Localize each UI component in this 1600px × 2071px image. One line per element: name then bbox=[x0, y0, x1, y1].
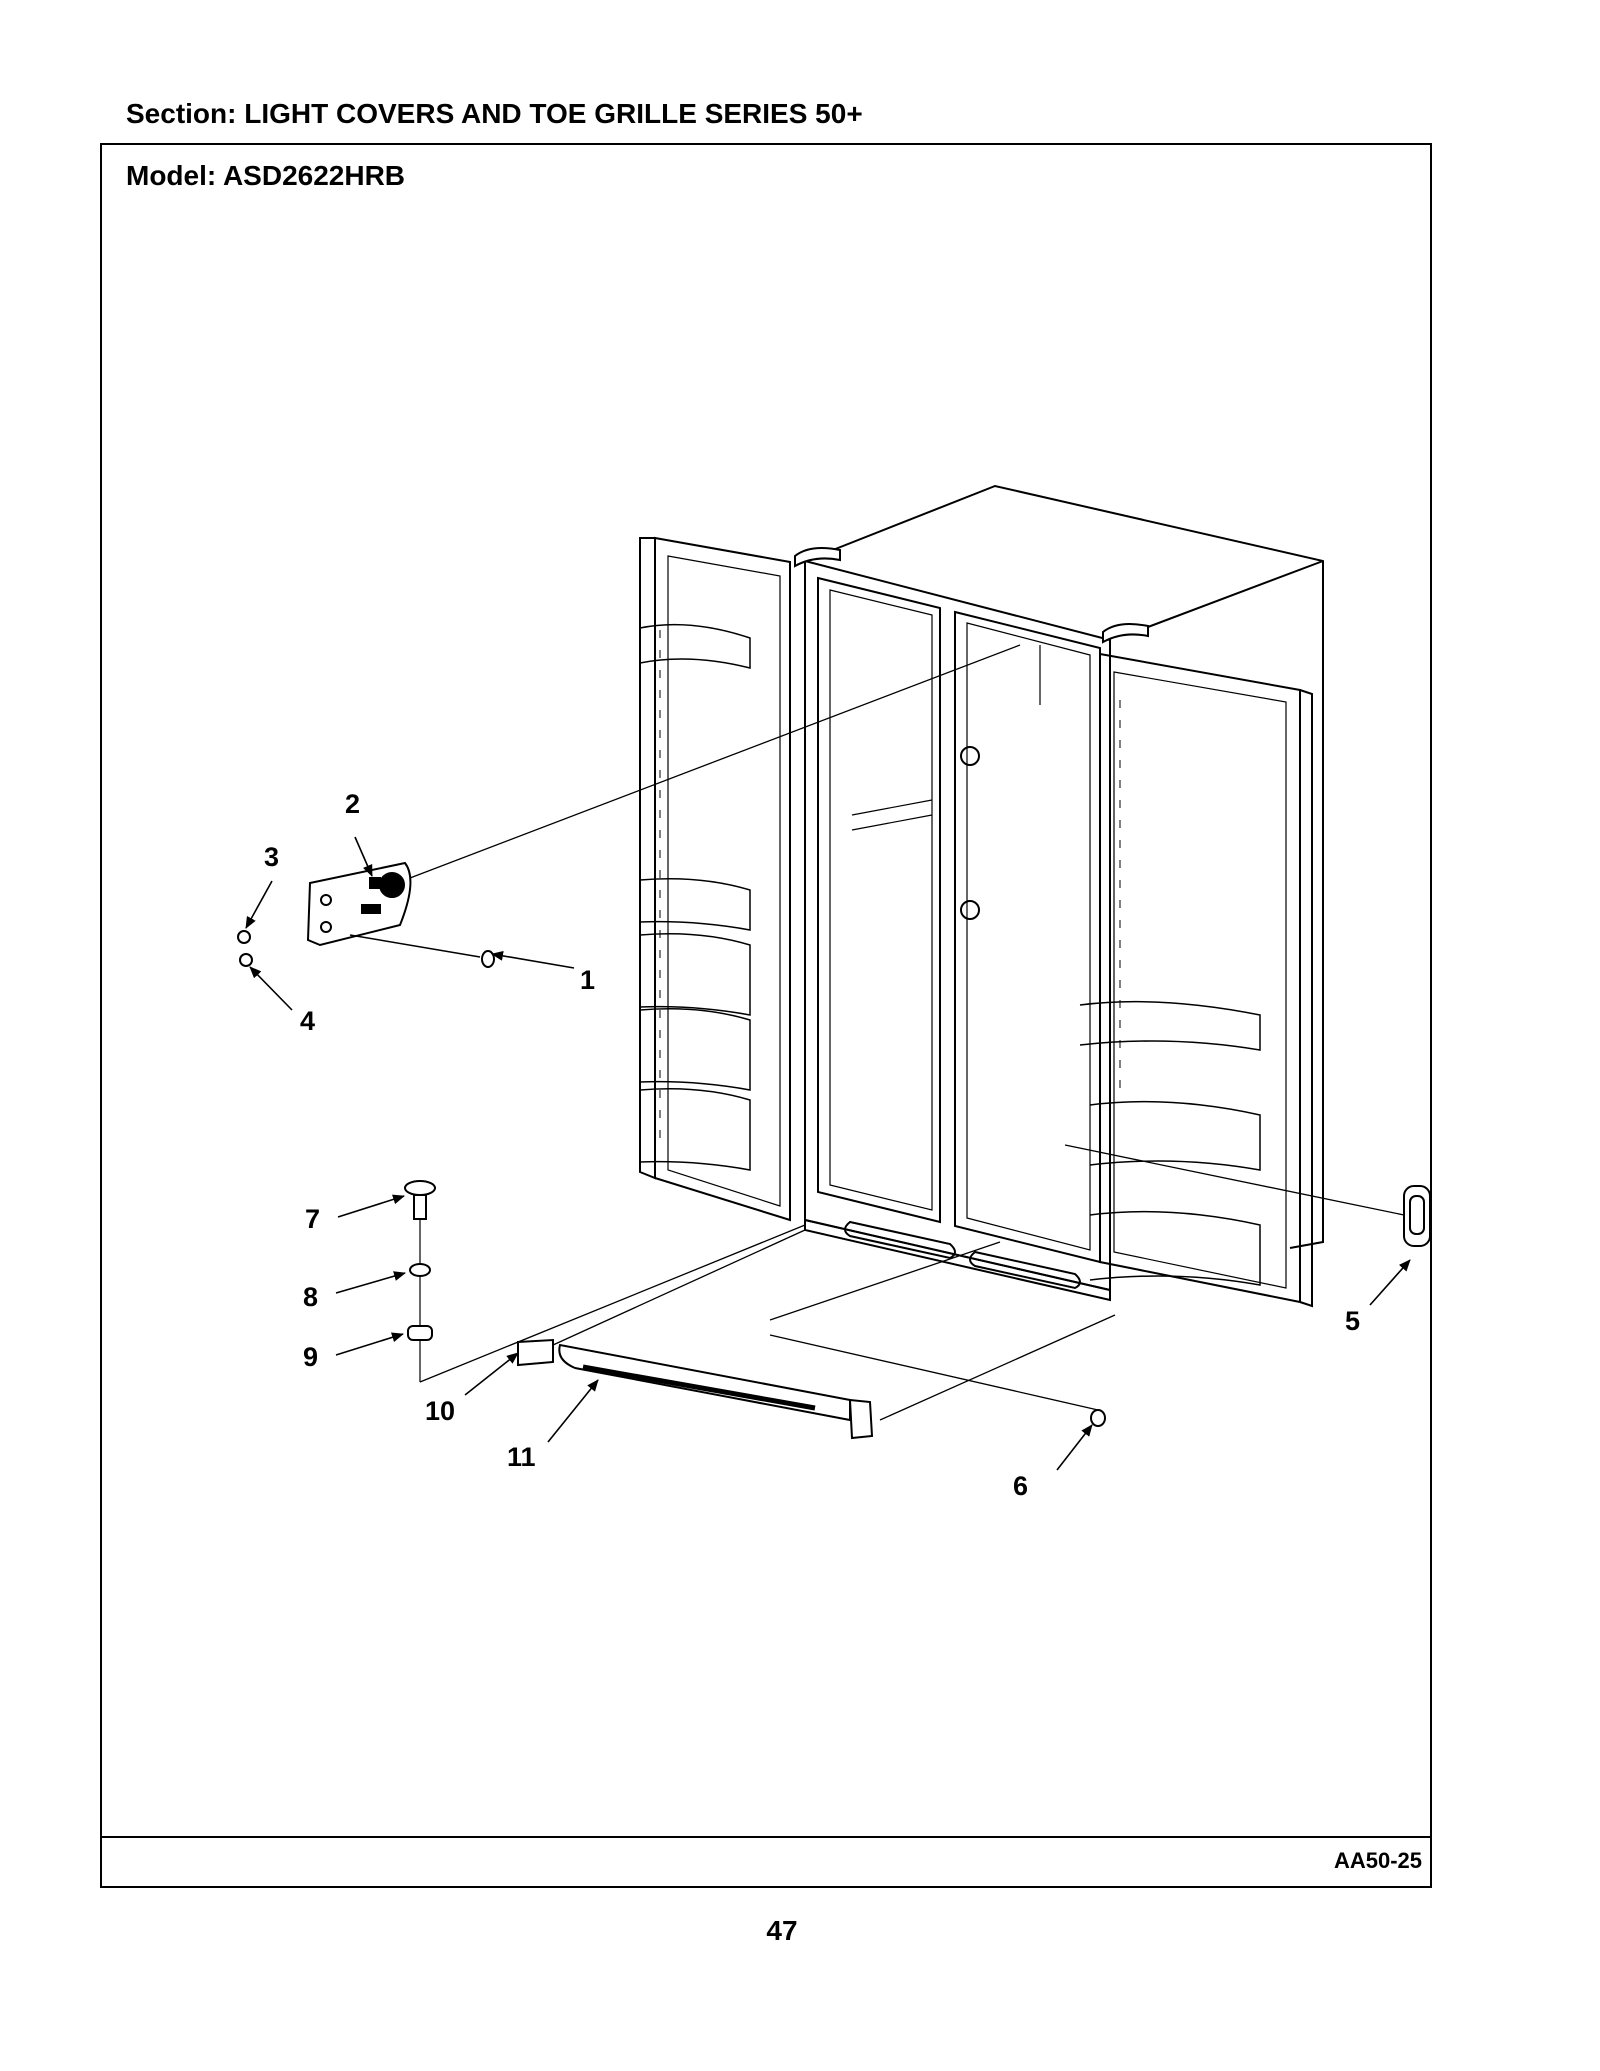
callout-4: 4 bbox=[300, 1006, 315, 1036]
callout-2: 2 bbox=[345, 789, 360, 819]
callout-10: 10 bbox=[425, 1396, 455, 1426]
callout-11: 11 bbox=[507, 1442, 536, 1472]
section-title: Section: LIGHT COVERS AND TOE GRILLE SER… bbox=[126, 98, 863, 129]
page-number: 47 bbox=[766, 1915, 798, 1946]
light-cover bbox=[306, 861, 412, 947]
callout-1: 1 bbox=[580, 965, 595, 995]
callout-8: 8 bbox=[303, 1282, 318, 1312]
fresh-food-door bbox=[1079, 652, 1313, 1308]
part-4-screw bbox=[239, 953, 253, 967]
footer-divider bbox=[100, 1836, 1432, 1838]
callout-7: 7 bbox=[305, 1204, 320, 1234]
freezer-door bbox=[639, 536, 791, 1222]
part-1-bulb bbox=[349, 934, 495, 968]
callout-3: 3 bbox=[264, 842, 279, 872]
callout-9: 9 bbox=[303, 1342, 318, 1372]
callout-5: 5 bbox=[1345, 1306, 1360, 1336]
leader-lines bbox=[409, 644, 1405, 1421]
part-3-screw bbox=[237, 930, 251, 944]
part-6-screw bbox=[1090, 1409, 1106, 1427]
exploded-parts-diagram: 1 2 3 4 5 6 7 8 9 10 11 bbox=[237, 484, 1431, 1501]
model-title: Model: ASD2622HRB bbox=[126, 160, 406, 191]
toe-grille bbox=[517, 1338, 874, 1440]
figure-id: AA50-25 bbox=[1333, 1848, 1422, 1873]
part-5-light-cover bbox=[1403, 1185, 1431, 1247]
diagram-frame bbox=[100, 143, 1432, 1888]
callout-6: 6 bbox=[1013, 1471, 1028, 1501]
part-7-8-9-stack bbox=[404, 1180, 436, 1382]
callout-arrows bbox=[245, 836, 1411, 1471]
refrigerator-cabinet bbox=[794, 484, 1324, 1302]
